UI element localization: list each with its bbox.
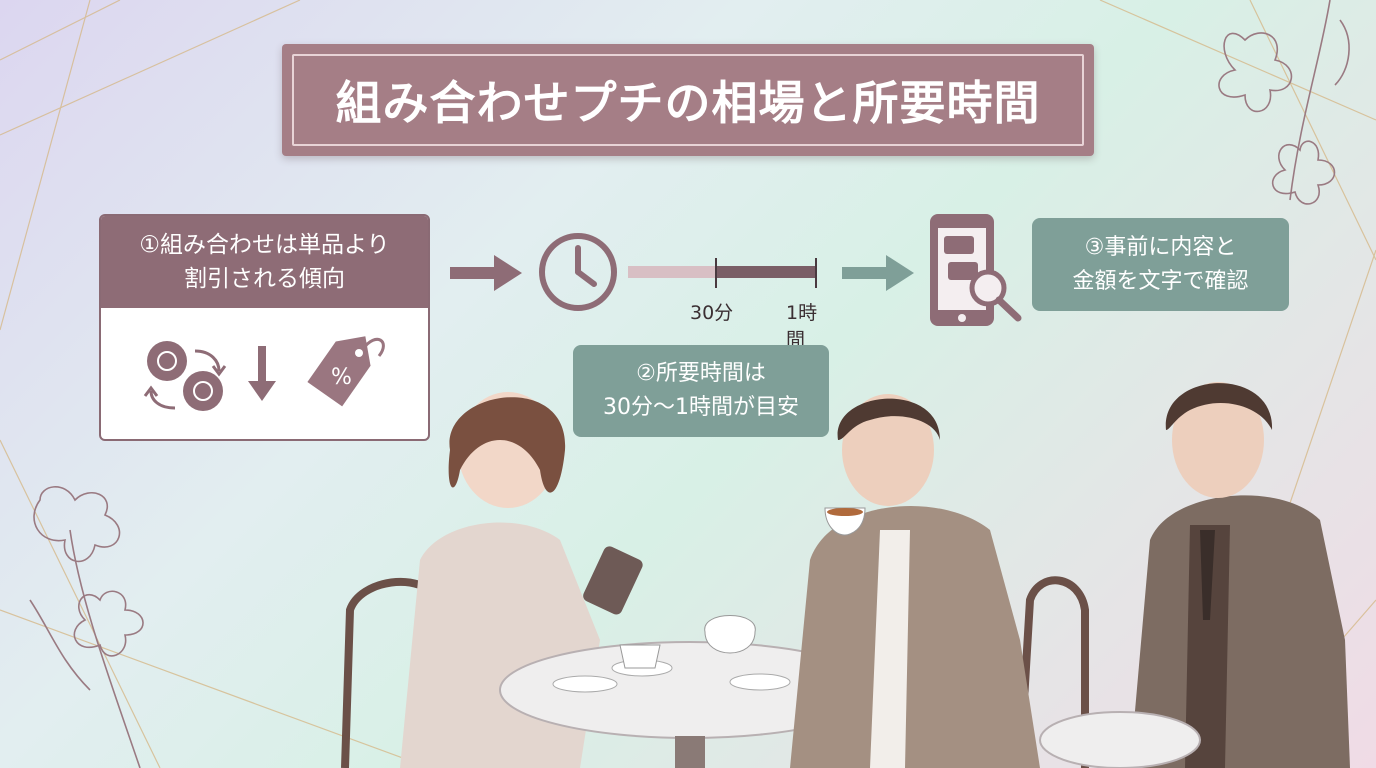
step2-line1: ②所要時間は (636, 361, 766, 386)
step1-line2: 割引される傾向 (184, 266, 345, 292)
step3-box: ③事前に内容と 金額を文字で確認 (1032, 218, 1289, 311)
title-banner: 組み合わせプチの相場と所要時間 (282, 44, 1094, 156)
exchange-coins-icon (143, 341, 227, 411)
step2-line2: 30分〜1時間が目安 (603, 395, 799, 420)
timeline-segment-range (716, 266, 816, 278)
step1-icons: % (143, 336, 385, 411)
chair-right (1016, 576, 1089, 768)
page-title: 組み合わせプチの相場と所要時間 (335, 76, 1041, 130)
step3-line2: 金額を文字で確認 (1072, 268, 1249, 294)
discount-tag-icon: % (307, 336, 385, 407)
step1-card: ①組み合わせは単品より 割引される傾向 % (99, 214, 430, 441)
step1-line1: ①組み合わせは単品より (139, 232, 390, 258)
svg-text:%: % (331, 365, 352, 390)
arrow-right-2 (842, 255, 914, 291)
timeline-segment-before (628, 266, 716, 278)
phone-message-search-icon (930, 214, 1022, 326)
down-arrow-icon (248, 346, 276, 401)
timeline-label-start: 30分 (690, 302, 734, 324)
step3-line1: ③事前に内容と (1084, 234, 1237, 260)
step1-header: ①組み合わせは単品より 割引される傾向 (101, 216, 428, 308)
man-right-figure (1039, 382, 1350, 768)
man-center-figure (790, 394, 1040, 768)
time-range-bar: 30分 1時間 (628, 258, 828, 351)
title-border (292, 54, 1084, 146)
arrow-right-1 (450, 255, 522, 291)
flower-decoration-bottom-left (29, 486, 144, 768)
clock-icon (539, 233, 617, 311)
flower-decoration-top-right (1218, 0, 1350, 205)
step2-box: ②所要時間は 30分〜1時間が目安 (573, 345, 829, 437)
cafe-table (499, 615, 881, 768)
